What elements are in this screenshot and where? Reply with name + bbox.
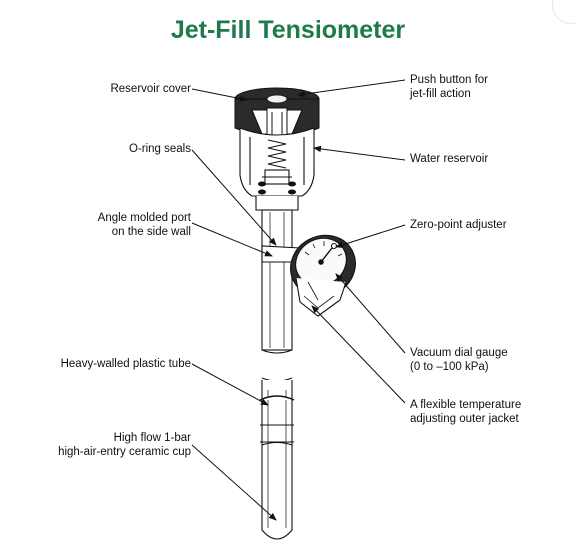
leader-zero-point — [335, 224, 406, 248]
oring-seals-shape — [258, 181, 296, 195]
label-reservoir-cover: Reservoir cover — [110, 83, 191, 95]
leader-reservoir-cover — [191, 88, 248, 102]
label-vacuum-gauge: Vacuum dial gauge (0 to –100 kPa) — [410, 347, 508, 373]
label-plastic-tube: Heavy-walled plastic tube — [60, 358, 191, 370]
leader-angle-port — [191, 222, 273, 257]
label-outer-jacket: A flexible temperature adjusting outer j… — [410, 399, 522, 425]
water-reservoir-shape — [239, 127, 315, 197]
page-title: Jet-Fill Tensiometer — [170, 16, 406, 44]
leader-water-reservoir — [313, 145, 406, 161]
label-push-button: Push button for jet-fill action — [410, 74, 488, 100]
tube-break-shape — [261, 349, 293, 382]
leader-outer-jacket — [311, 305, 406, 404]
label-water-reservoir: Water reservoir — [410, 153, 489, 165]
label-zero-point: Zero-point adjuster — [410, 219, 507, 231]
label-oring-seals: O-ring seals — [129, 143, 191, 155]
label-angle-port: Angle molded port on the side wall — [97, 212, 191, 238]
leader-push-button — [297, 79, 406, 98]
vacuum-gauge-shape — [290, 234, 356, 317]
tube-neck-shape — [255, 196, 299, 351]
label-ceramic-cup: High flow 1-bar high-air-entry ceramic c… — [58, 432, 191, 458]
leader-vacuum-gauge — [335, 273, 406, 354]
ceramic-cup-shape — [259, 380, 295, 540]
leader-ceramic-cup — [191, 444, 277, 521]
push-button-shape — [266, 107, 288, 137]
leader-plastic-tube — [191, 363, 269, 406]
leader-oring-seals — [191, 149, 277, 246]
leader-lines — [191, 79, 406, 521]
